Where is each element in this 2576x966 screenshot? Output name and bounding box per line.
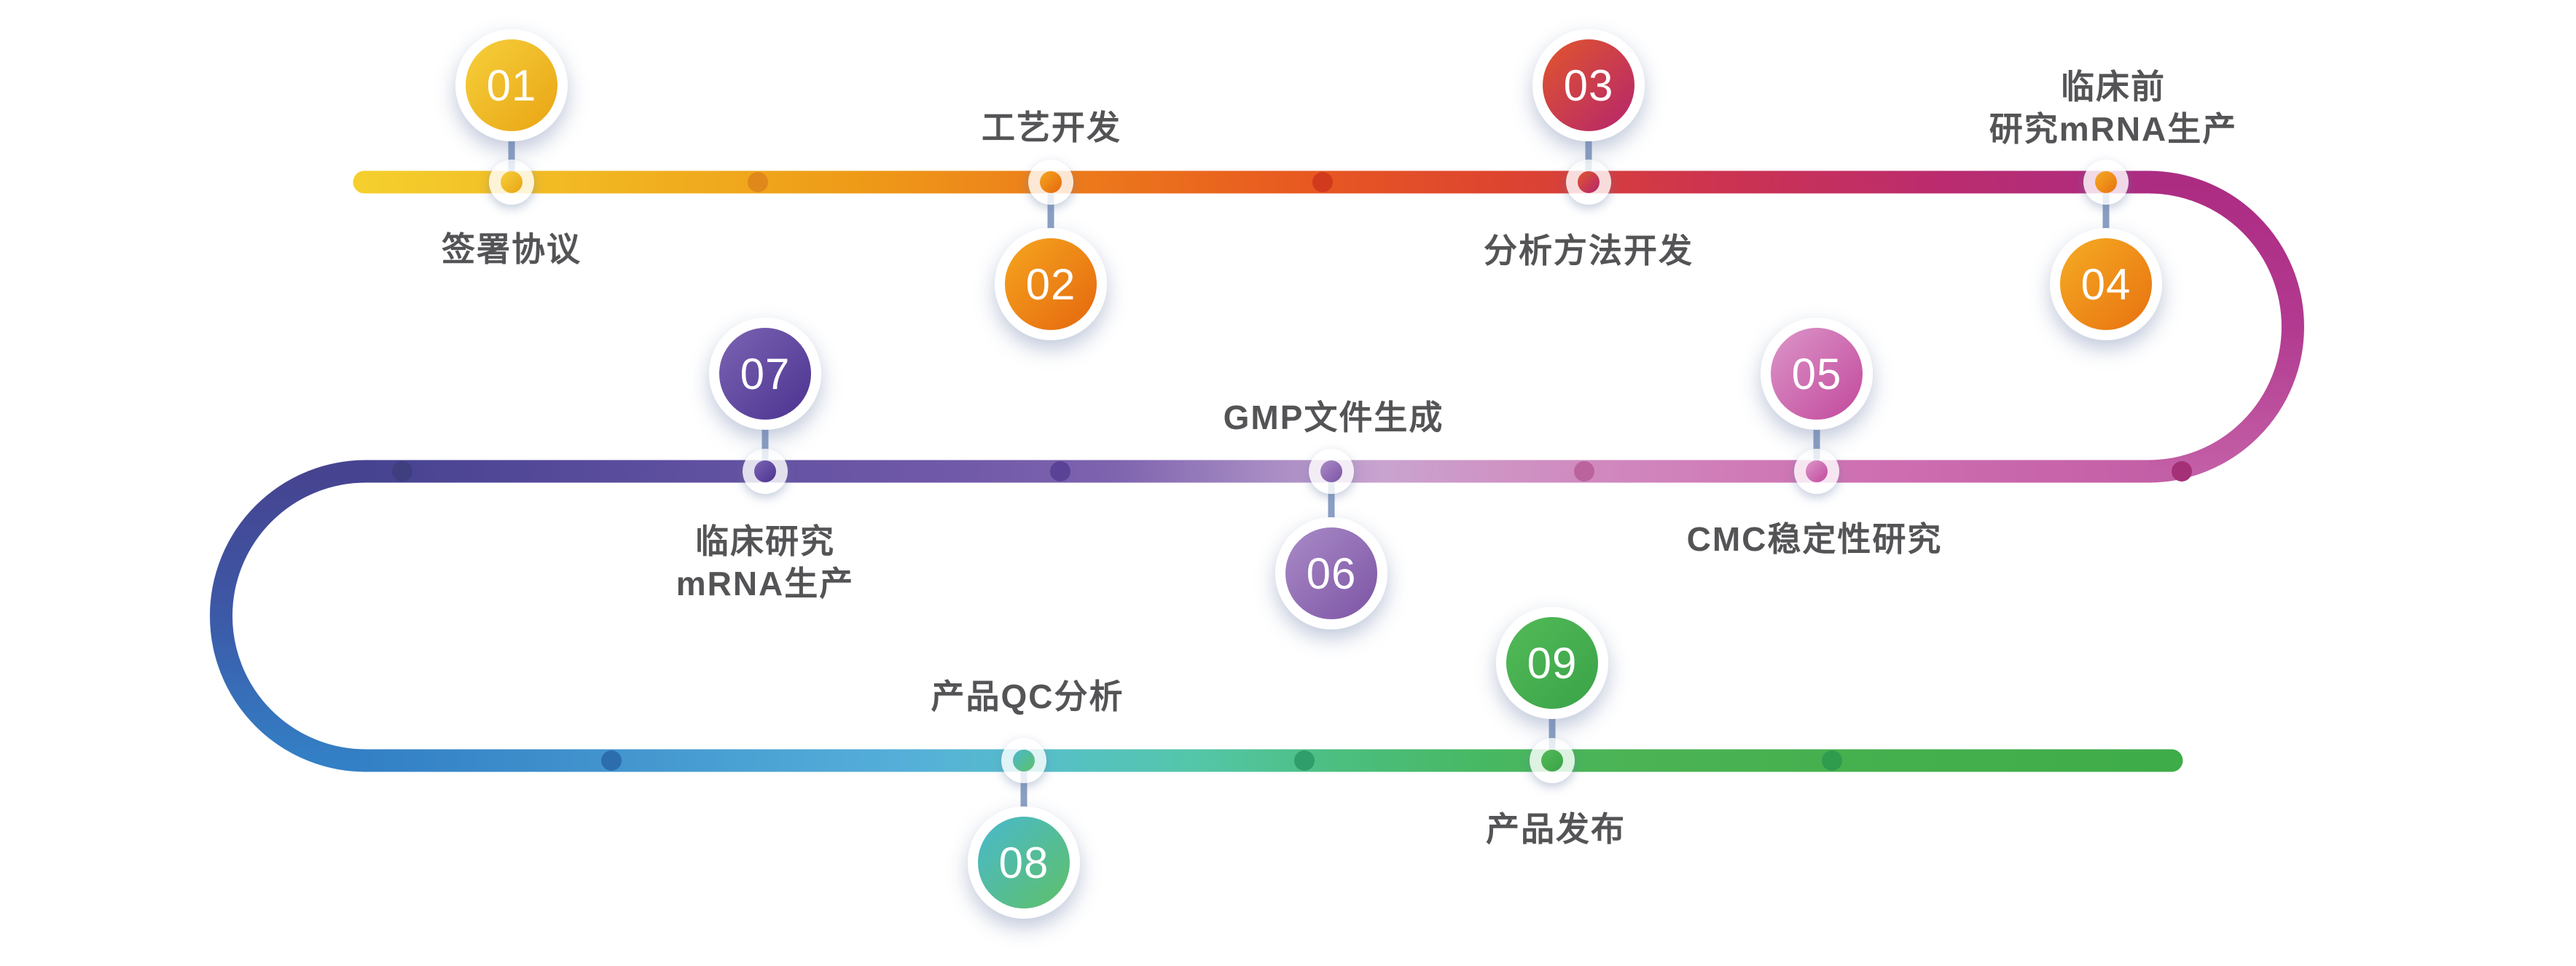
track-dot bbox=[2172, 461, 2192, 482]
track-dot bbox=[1822, 750, 1842, 771]
milestone-05-label: CMC稳定性研究 bbox=[1686, 520, 1943, 558]
milestone-03-label: 分析方法开发 bbox=[1484, 232, 1694, 270]
milestone-06-label: GMP文件生成 bbox=[1223, 398, 1444, 436]
milestone-09-label: 产品发布 bbox=[1486, 810, 1626, 848]
milestone-06-stem bbox=[1328, 470, 1335, 527]
milestone-04-stem bbox=[2102, 181, 2110, 238]
milestone-04-node bbox=[2083, 160, 2129, 205]
milestone-06-number: 06 bbox=[1306, 549, 1357, 598]
milestone-04-badge: 04 bbox=[2050, 228, 2162, 340]
track-dot bbox=[1574, 461, 1594, 482]
milestone-03-badge: 03 bbox=[1532, 29, 1645, 141]
milestone-03-stem bbox=[1585, 131, 1592, 184]
milestone-02-number: 02 bbox=[1025, 259, 1076, 309]
milestone-05-node bbox=[1794, 449, 1839, 494]
milestone-09-node-dot bbox=[1541, 750, 1563, 771]
milestone-01-number: 01 bbox=[486, 60, 537, 110]
milestone-06-node bbox=[1309, 449, 1354, 494]
milestone-06-node-dot bbox=[1320, 460, 1342, 482]
milestone-08-node-dot bbox=[1013, 750, 1035, 771]
milestone-02-badge: 02 bbox=[995, 228, 1107, 340]
milestone-08-badge: 08 bbox=[968, 806, 1080, 919]
milestone-05-node-dot bbox=[1806, 460, 1828, 482]
milestone-05-number: 05 bbox=[1791, 349, 1842, 398]
milestone-02-label: 工艺开发 bbox=[982, 109, 1121, 146]
milestone-07-number: 07 bbox=[740, 349, 791, 398]
milestone-02-stem bbox=[1047, 181, 1054, 238]
milestone-07-node bbox=[743, 449, 788, 494]
milestone-02-node bbox=[1028, 160, 1073, 205]
milestone-03-node bbox=[1566, 160, 1611, 205]
milestone-02-node-dot bbox=[1040, 171, 1062, 193]
milestone-08-node bbox=[1001, 738, 1046, 783]
milestone-01-stem bbox=[508, 131, 515, 184]
milestone-07-node-dot bbox=[754, 460, 776, 482]
milestone-01-badge: 01 bbox=[455, 29, 568, 141]
track-left-curve bbox=[210, 460, 367, 772]
milestone-05-stem bbox=[1813, 420, 1820, 473]
milestone-09-stem bbox=[1549, 709, 1556, 762]
track-dot bbox=[601, 750, 622, 771]
track-dot bbox=[392, 461, 412, 482]
milestone-09-badge: 09 bbox=[1496, 607, 1608, 719]
milestone-01-node-dot bbox=[501, 171, 522, 193]
milestone-04-number: 04 bbox=[2080, 259, 2131, 309]
milestone-04-label: 临床前 研究mRNA生产 bbox=[1989, 68, 2238, 148]
milestone-01-label: 签署协议 bbox=[442, 230, 582, 268]
milestone-01-node bbox=[489, 160, 534, 205]
track-dot bbox=[1294, 750, 1315, 771]
milestone-09-node bbox=[1530, 738, 1575, 783]
track-dot bbox=[1050, 461, 1070, 482]
milestone-03-number: 03 bbox=[1563, 60, 1614, 110]
milestone-08-label: 产品QC分析 bbox=[931, 678, 1124, 715]
track-right-curve bbox=[2148, 170, 2304, 483]
milestone-07-label: 临床研究 mRNA生产 bbox=[676, 522, 855, 602]
track-dot bbox=[748, 172, 768, 192]
milestone-04-node-dot bbox=[2095, 171, 2117, 193]
milestone-06-badge: 06 bbox=[1275, 517, 1387, 629]
milestone-08-stem bbox=[1020, 759, 1027, 817]
milestone-09-number: 09 bbox=[1527, 638, 1578, 688]
track-dot bbox=[1312, 172, 1333, 192]
milestone-07-badge: 07 bbox=[709, 318, 821, 430]
milestone-03-node-dot bbox=[1578, 171, 1600, 193]
milestone-05-badge: 05 bbox=[1761, 318, 1873, 430]
milestone-08-number: 08 bbox=[998, 838, 1049, 887]
milestone-07-stem bbox=[762, 420, 769, 473]
